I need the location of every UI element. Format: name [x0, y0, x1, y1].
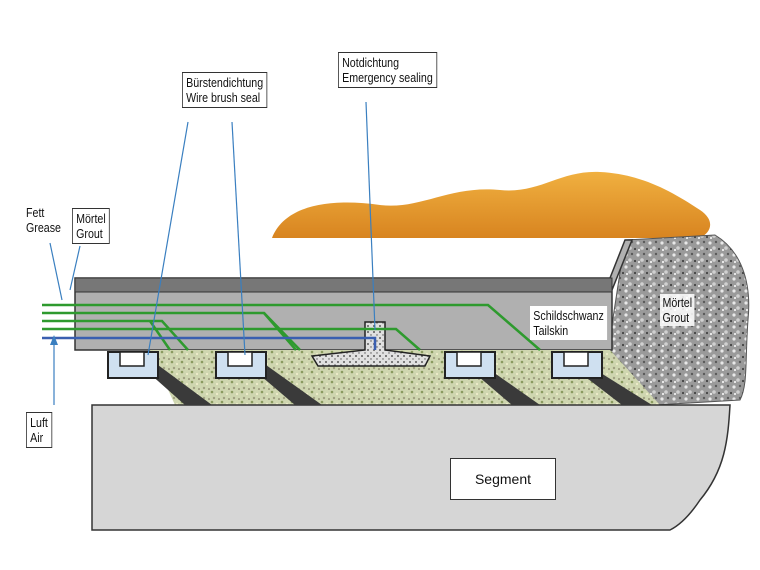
seal-holder-inner [119, 351, 589, 367]
air-line [42, 336, 377, 350]
tailskin-label: Schildschwanz Tailskin [530, 306, 608, 340]
grease-label: Fett Grease [26, 205, 61, 235]
leader-lines [49, 101, 376, 405]
grout-right-line1: Mörtel [662, 295, 693, 310]
grout-left-line1: Mörtel [76, 211, 106, 226]
tailskin-top-band [74, 277, 613, 293]
emergency-seal [310, 321, 432, 367]
grease-line2: Grease [26, 220, 61, 235]
grout-right-label: Mörtel Grout [660, 294, 695, 326]
air-label: Luft Air [26, 412, 52, 448]
wire-brush-seal-label: Bürstendichtung Wire brush seal [182, 72, 268, 108]
emergency-sealing-line2: Emergency sealing [342, 70, 433, 85]
air-arrow-icon [50, 335, 58, 345]
air-line2: Air [30, 430, 44, 445]
grout-left-label: Mörtel Grout [72, 208, 110, 244]
emergency-sealing-line1: Notdichtung [342, 55, 400, 70]
soil-shape [272, 171, 711, 238]
wire-brush-seal-line1: Bürstendichtung [186, 75, 264, 90]
grease-line1: Fett [26, 205, 45, 220]
grout-right-line2: Grout [662, 310, 690, 325]
grout-left-line2: Grout [76, 226, 103, 241]
tailskin-line1: Schildschwanz [533, 308, 604, 323]
brush-zone [150, 350, 660, 405]
air-line1: Luft [30, 415, 48, 430]
wire-brush-seal-line2: Wire brush seal [186, 90, 261, 105]
tailskin-line2: Tailskin [533, 323, 569, 338]
segment-body [91, 404, 731, 531]
segment-label: Segment [450, 458, 556, 500]
emergency-sealing-label: Notdichtung Emergency sealing [338, 52, 437, 88]
